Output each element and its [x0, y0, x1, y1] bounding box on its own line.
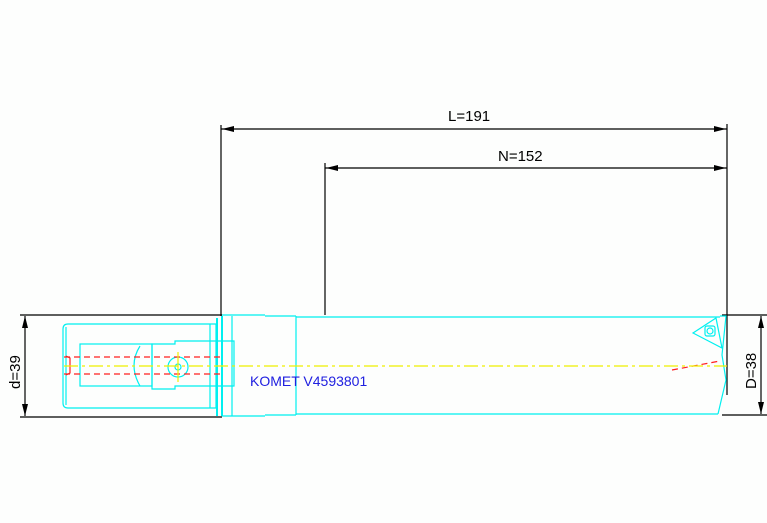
- dimension-d: d=39: [7, 314, 222, 418]
- insert-screw-icon: [704, 325, 716, 337]
- boring-bar-body: [296, 315, 727, 415]
- dimension-d-label: d=39: [7, 355, 24, 389]
- dimension-N: N=152: [324, 148, 727, 315]
- part-number-label: KOMET V4593801: [250, 373, 367, 389]
- centerline: [64, 352, 727, 382]
- insert-outline: [691, 317, 723, 350]
- dimension-D-label: D=38: [743, 353, 760, 389]
- dimension-L-label: L=191: [448, 108, 490, 125]
- dimension-L: L=191: [220, 108, 728, 395]
- dimension-D: D=38: [722, 314, 767, 416]
- dimension-N-label: N=152: [498, 148, 543, 165]
